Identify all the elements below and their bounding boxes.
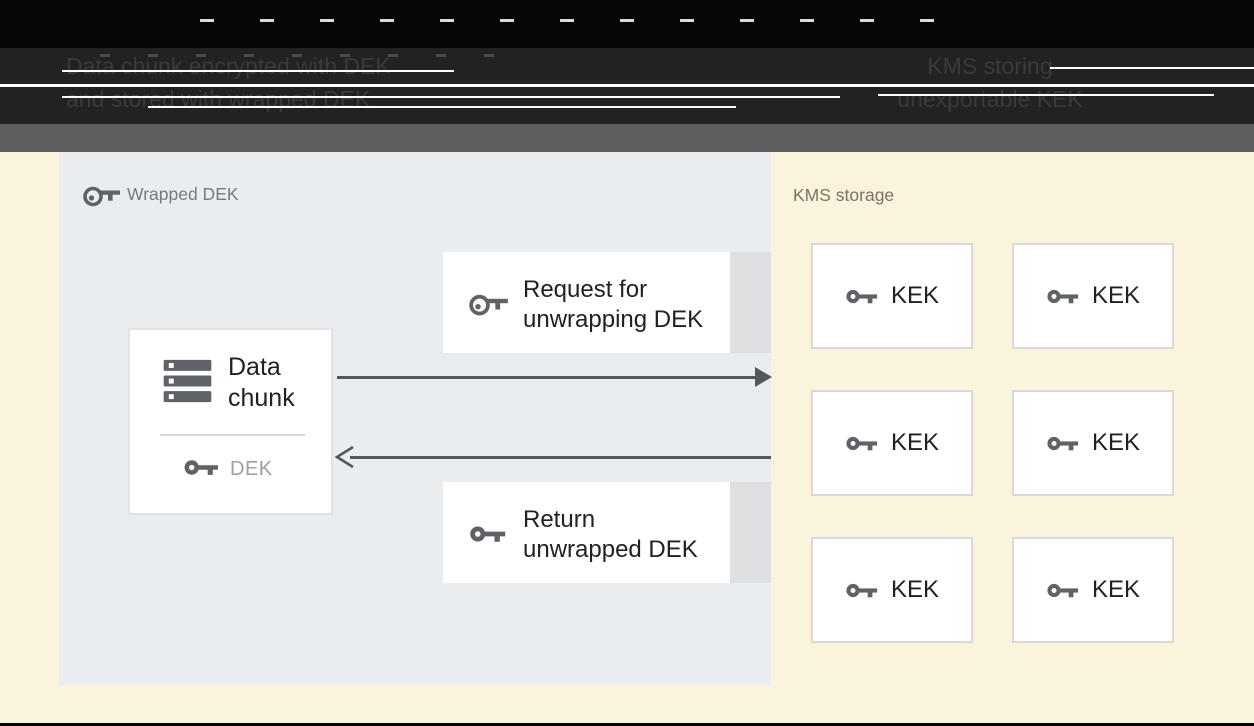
return-unwrapped-label: Return unwrapped DEK bbox=[523, 505, 698, 565]
connector-strip bbox=[730, 252, 771, 353]
storage-stack-icon bbox=[160, 358, 215, 404]
request-unwrap-label-line1: Request for bbox=[523, 276, 648, 303]
kek-label: KEK bbox=[1091, 429, 1141, 456]
kek-label: KEK bbox=[1091, 576, 1141, 603]
return-arrow-line bbox=[350, 456, 771, 459]
request-unwrap-label: Request for unwrapping DEK bbox=[523, 275, 703, 335]
key-solid-icon bbox=[1046, 284, 1080, 309]
glitch-line bbox=[0, 84, 1254, 87]
glitch-line bbox=[878, 94, 1214, 96]
key-outline-icon bbox=[82, 179, 122, 210]
request-arrow-line bbox=[337, 376, 758, 379]
header-left-caption-line1: Data chunk encrypted with DEK bbox=[66, 53, 391, 79]
kms-storage-title: KMS storage bbox=[793, 185, 895, 205]
dek-label: DEK bbox=[230, 458, 273, 480]
kek-box: KEK bbox=[811, 390, 973, 496]
return-unwrapped-label-line2: unwrapped DEK bbox=[523, 536, 698, 563]
return-unwrapped-box: Return unwrapped DEK bbox=[443, 482, 730, 583]
kek-label: KEK bbox=[1091, 282, 1141, 309]
request-unwrap-label-line2: unwrapping DEK bbox=[523, 306, 704, 333]
return-unwrapped-label-line1: Return bbox=[523, 506, 596, 533]
connector-strip bbox=[730, 482, 771, 583]
kek-label: KEK bbox=[890, 429, 940, 456]
glitch-line bbox=[148, 106, 736, 108]
key-solid-icon bbox=[468, 520, 508, 548]
key-solid-icon bbox=[1046, 578, 1080, 603]
header-right-caption: KMS storing unexportable KEK bbox=[856, 50, 1124, 116]
request-unwrap-box: Request for unwrapping DEK bbox=[443, 252, 730, 353]
kek-label: KEK bbox=[890, 576, 940, 603]
key-solid-icon bbox=[845, 284, 879, 309]
glitch-line bbox=[1050, 67, 1254, 69]
separator-bar bbox=[0, 124, 1254, 152]
kek-box: KEK bbox=[1012, 243, 1174, 349]
glitch-line bbox=[62, 70, 454, 72]
kek-box: KEK bbox=[1012, 390, 1174, 496]
key-solid-icon bbox=[183, 454, 220, 481]
arrow-right-icon bbox=[755, 367, 772, 387]
kek-box: KEK bbox=[1012, 537, 1174, 643]
key-solid-icon bbox=[1046, 431, 1080, 456]
key-solid-icon bbox=[845, 431, 879, 456]
kek-box: KEK bbox=[811, 537, 973, 643]
glitch-line bbox=[62, 96, 840, 98]
glitch-dash-row bbox=[100, 54, 530, 57]
kek-box: KEK bbox=[811, 243, 973, 349]
data-chunk-label: Data chunk bbox=[228, 353, 295, 412]
data-chunk-box: Data chunk DEK bbox=[128, 328, 333, 515]
arrow-left-icon bbox=[334, 445, 356, 469]
divider bbox=[160, 434, 305, 436]
header-right-caption-line1: KMS storing bbox=[927, 53, 1053, 79]
wrapped-dek-panel-title: Wrapped DEK bbox=[127, 184, 239, 204]
glitch-dash-row bbox=[200, 19, 960, 22]
key-outline-icon bbox=[468, 287, 510, 319]
header-right-caption-line2: unexportable KEK bbox=[897, 86, 1083, 112]
bottom-edge-bar bbox=[0, 723, 1254, 726]
key-solid-icon bbox=[845, 578, 879, 603]
header-left-caption-line2: and stored with wrapped DEK bbox=[66, 86, 371, 112]
kek-label: KEK bbox=[890, 282, 940, 309]
